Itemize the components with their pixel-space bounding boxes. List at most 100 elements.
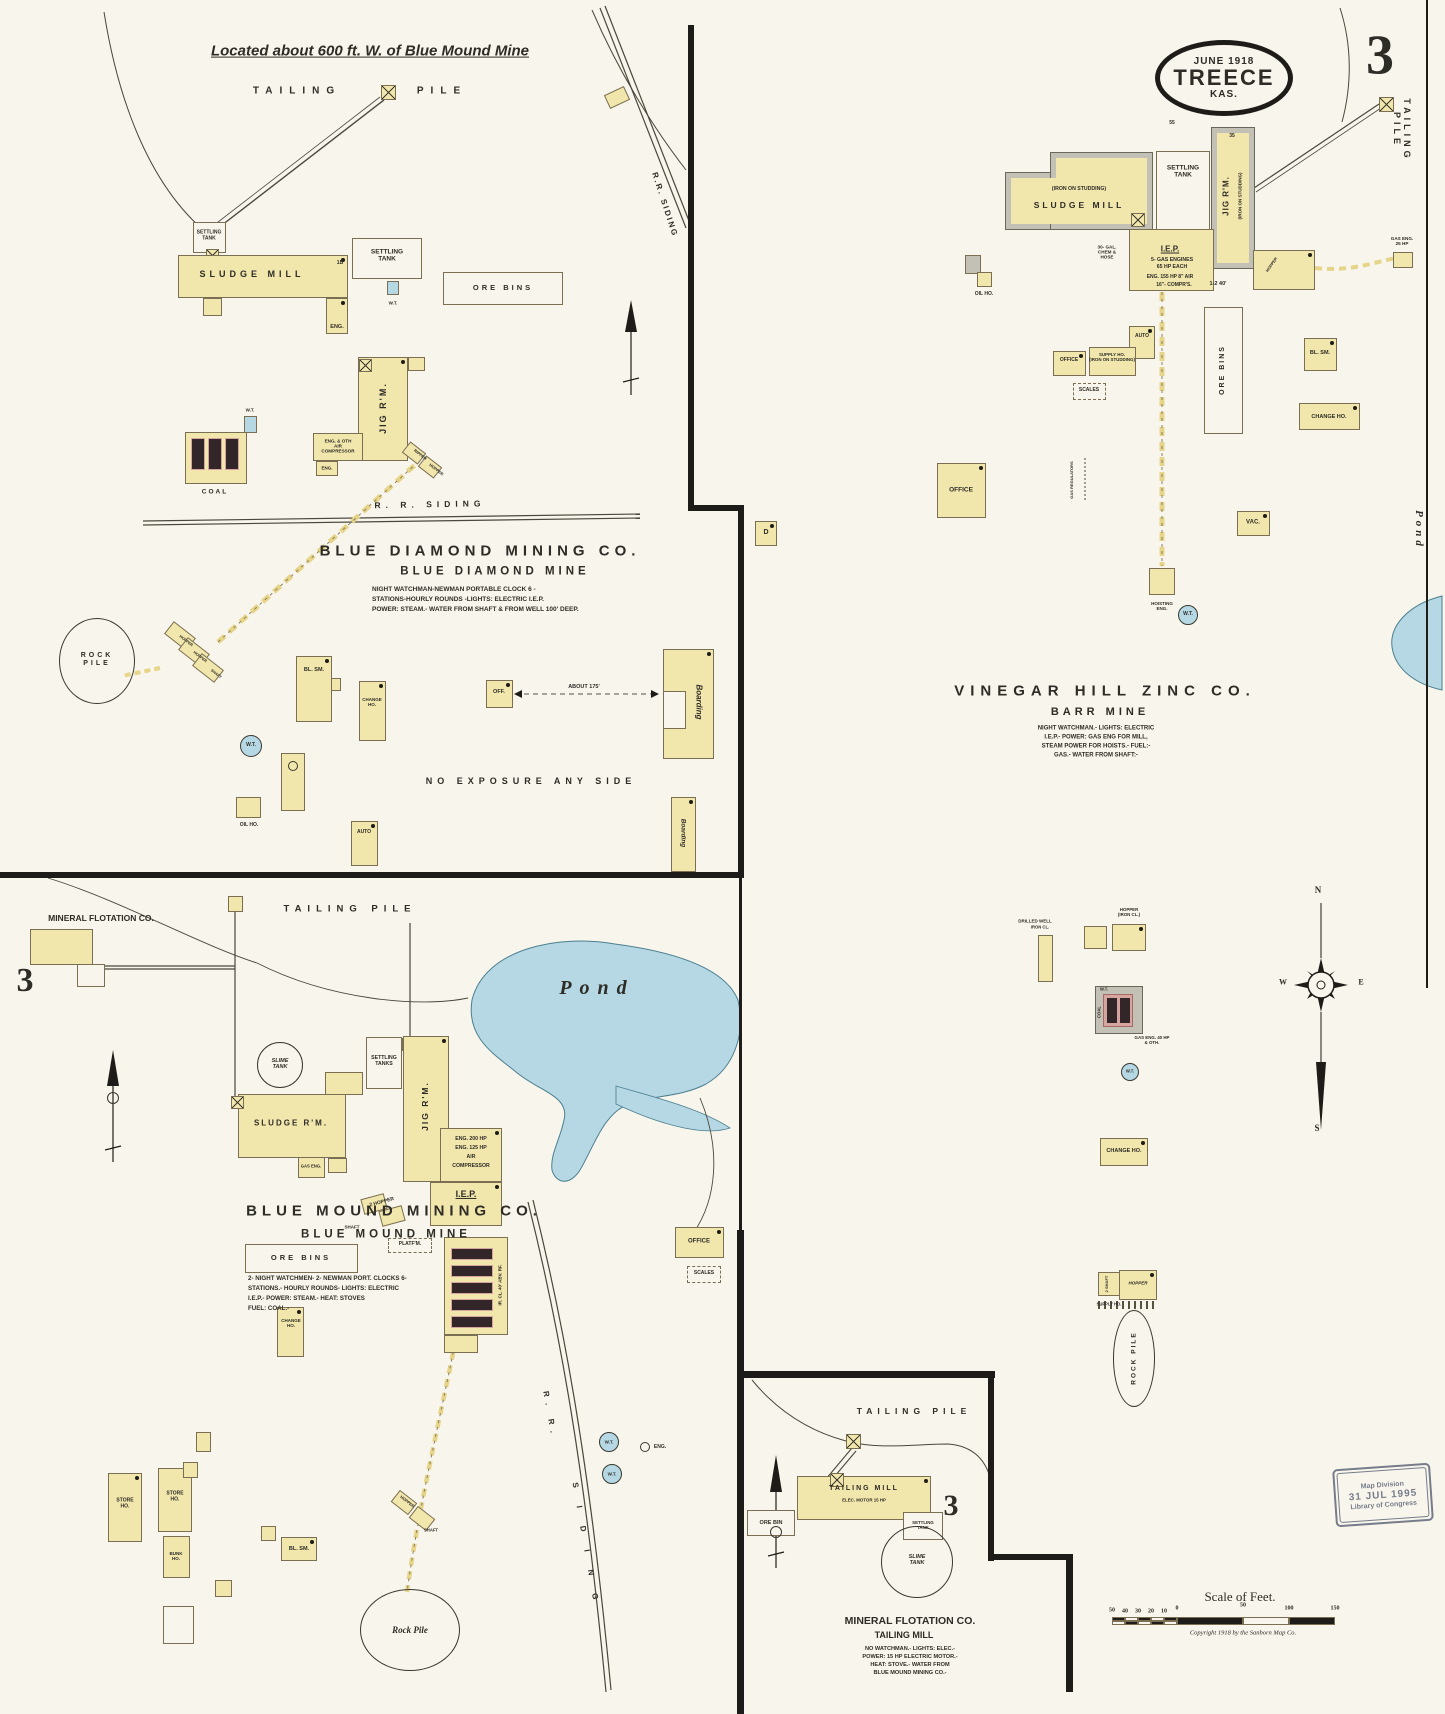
change-house-mid: [1100, 1138, 1148, 1166]
chimney-dot: [442, 1039, 446, 1043]
pond-bm: [470, 940, 741, 1182]
auto-house-tl: [351, 821, 378, 866]
dwelling-box: [755, 521, 777, 546]
bd-note-3: POWER: STEAM.- WATER FROM SHAFT & FROM W…: [372, 606, 579, 613]
blacksmith-tl: [296, 656, 332, 722]
scale-title: Scale of Feet.: [1204, 1589, 1276, 1604]
engine-house-bm: [440, 1128, 502, 1182]
bm-note-1: 2- NIGHT WATCHMEN- 2- NEWMAN PORT. CLOCK…: [248, 1275, 407, 1282]
supply-house-mid-label: SUPPLY HO.: [1096, 1301, 1122, 1307]
library-of-congress-stamp: Map Division 31 JUL 1995 Library of Cong…: [1332, 1462, 1434, 1528]
change-house-barr-label: CHANGE HO.: [1311, 413, 1347, 420]
ore-bins-tl-label: ORE BINS: [472, 282, 534, 292]
iep-barr-2: 5- GAS ENGINES: [1150, 257, 1194, 264]
tailing-mill-label: TAILING MILL: [829, 1485, 899, 1493]
sludge-mill-tl-label: SLUDGE MILL: [199, 268, 305, 279]
engine-bm2-label: ENG.: [653, 1444, 667, 1451]
coal-cell-3: [225, 438, 239, 470]
xbox-building: [163, 1606, 194, 1644]
sheet-number-inset: 3: [943, 1489, 959, 1523]
north-arrow-tl-tick: [622, 377, 640, 383]
iron-studding-sludge: (IRON ON STUDDING): [1051, 186, 1107, 193]
chimney-dot: [297, 1310, 301, 1314]
water-tank-barr-label: W.T.: [1183, 611, 1193, 618]
office-barr-1-label: OFFICE: [1059, 357, 1079, 364]
border-topleft-jog: [688, 505, 744, 511]
tram-bm: [404, 1337, 459, 1593]
scale-seg-a1: [1112, 1617, 1125, 1621]
pond-bm-label: Pond: [559, 976, 635, 999]
bd-note-2: STATIONS-HOURLY ROUNDS -LIGHTS: ELECTRIC…: [372, 596, 544, 603]
stream-curve-tr: [591, 9, 687, 171]
chimney-dot: [135, 1476, 139, 1480]
gas-engine-bm-label: GAS ENG.: [300, 1163, 322, 1169]
chimney-dot: [401, 360, 405, 364]
label-55: 55: [1169, 120, 1175, 127]
scale-seg-a2: [1125, 1617, 1138, 1621]
water-tank-bm-2-label: W.T.: [607, 1471, 617, 1477]
office-bm: [675, 1227, 724, 1258]
water-tank-2-label: W.T.: [245, 407, 255, 413]
label-35: 35: [1229, 133, 1235, 140]
compass-center-dot: [1316, 980, 1326, 990]
jig-nub-tl: [408, 357, 425, 371]
gas-engine-bm: [298, 1157, 325, 1178]
iep-barr-3: 65 HP EACH: [1156, 264, 1188, 271]
badge-city: TREECE: [1173, 65, 1275, 90]
divider-middle: [739, 878, 742, 1230]
barr-oil-house-b: [977, 272, 992, 287]
scale-tick-50r: 50: [1240, 1602, 1246, 1609]
ore-bin-inset-label: ORE BIN: [759, 1519, 783, 1526]
border-inset-left: [737, 1230, 744, 1714]
chimney-dot: [1150, 1273, 1154, 1277]
tailing-mill-sub: TAILING MILL: [874, 1629, 934, 1640]
located-note: Located about 600 ft. W. of Blue Mound M…: [210, 42, 530, 60]
border-inset-right-2: [1066, 1554, 1073, 1692]
platform-bm: [388, 1238, 432, 1253]
scale-tick-150: 150: [1330, 1605, 1340, 1612]
chimney-dot: [506, 683, 510, 687]
oil-house-tl-label: OIL HO.: [239, 822, 259, 829]
water-tank-bm-2: [602, 1464, 622, 1484]
chimney-dot: [1330, 341, 1334, 345]
compass-w: W: [1279, 977, 1287, 987]
chimney-dot: [717, 1230, 721, 1234]
north-arrow-circle-inset: [770, 1526, 782, 1538]
about-175: ABOUT 175': [568, 683, 600, 690]
tailing-pile-tl-1: TAILING: [252, 85, 342, 97]
chimney-dot: [1353, 406, 1357, 410]
sludge-mill-tl: [178, 255, 348, 298]
shaft-mid-label: 2 SHAFT: [1103, 1275, 1109, 1293]
compass-n: N: [1314, 884, 1322, 895]
north-arrow-bm-head: [107, 1050, 119, 1086]
scale-seg-a4: [1151, 1617, 1164, 1621]
office-barr-2: [937, 463, 986, 518]
barr-oil-house-a: [965, 255, 981, 274]
north-arrow-tl-head: [625, 300, 637, 332]
chimney-dot: [1263, 514, 1267, 518]
iep-building-bm: [430, 1182, 502, 1226]
chimney-dot: [1141, 1141, 1145, 1145]
sheet-number-tr: 3: [1366, 24, 1394, 87]
title-badge: JUNE 1918 TREECE KAS.: [1155, 40, 1293, 116]
coal-label: COAL: [201, 488, 229, 496]
inset-note-2: POWER: 15 HP ELECTRIC MOTOR.-: [862, 1653, 958, 1660]
vacuum-house-barr: [1237, 511, 1270, 536]
rr-siding-line-1: [142, 513, 641, 522]
barr-jig-label: JIG R'M.: [1221, 176, 1231, 216]
gas-regulators-label: GAS REGULATORS: [1068, 461, 1074, 499]
water-tank-tl-2: [244, 416, 257, 433]
mill-annex-bm: [444, 1335, 478, 1353]
bm-note-3: I.E.P.- POWER: STEAM.- HEAT: STOVES: [248, 1295, 365, 1302]
pond-right: [1391, 595, 1443, 691]
water-tank-mid: [1121, 1063, 1139, 1081]
label-1-2-40: 1-2 40': [1209, 280, 1227, 287]
mill-cell-4: [451, 1299, 493, 1311]
badge-state: KAS.: [1210, 89, 1238, 100]
scales-barr: [1073, 383, 1106, 400]
barr-oil-house-label: OIL HO.: [974, 291, 994, 298]
chimney-dot: [495, 1185, 499, 1189]
chimney-dot: [924, 1479, 928, 1483]
blacksmith-bm: [281, 1537, 317, 1561]
vh-note-3: STEAM POWER FOR HOISTS.- FUEL:-: [1041, 743, 1151, 750]
